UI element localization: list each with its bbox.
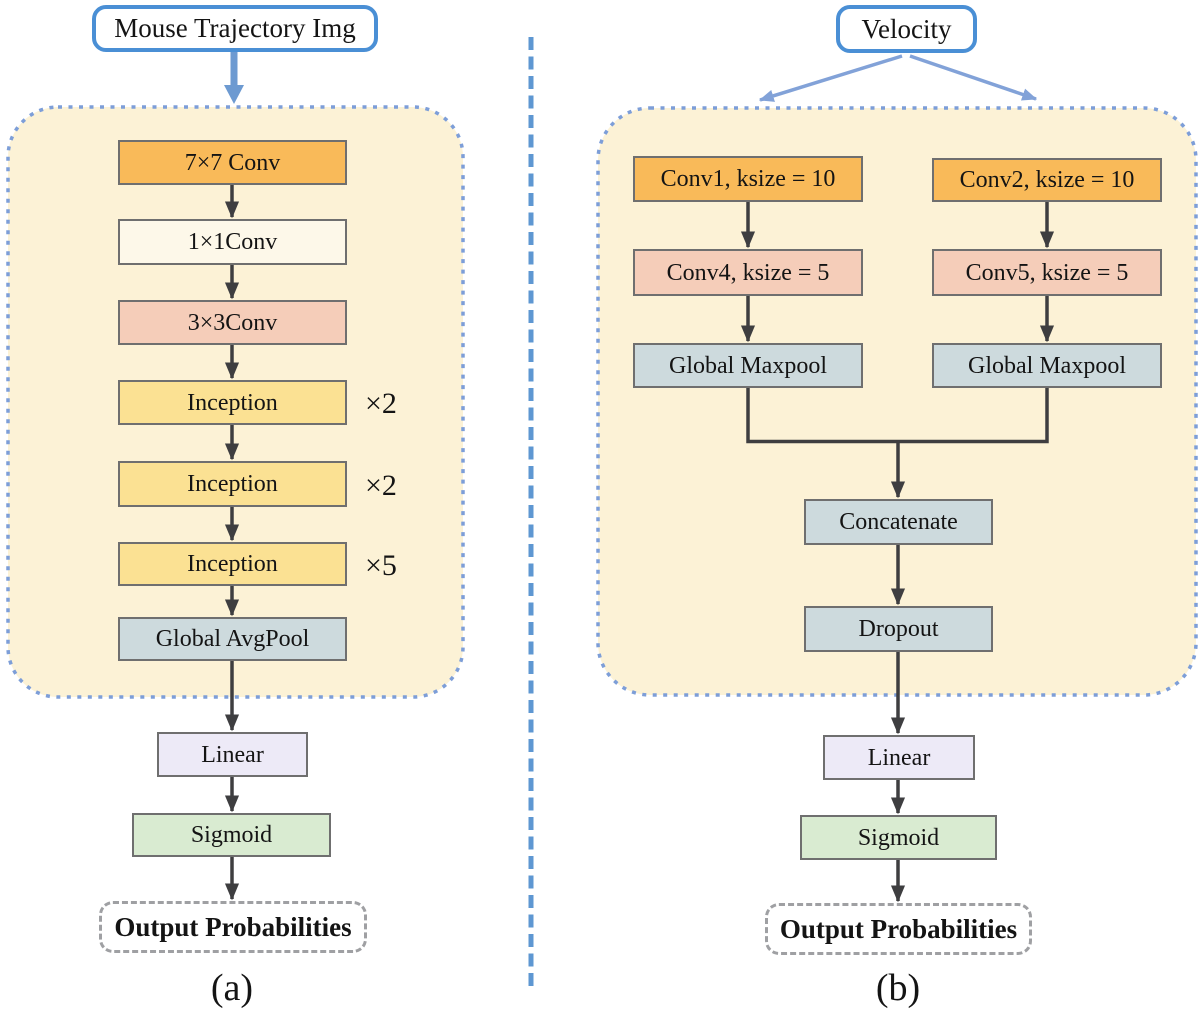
layer-label: Linear: [867, 744, 931, 771]
layer-label: 7×7 Conv: [184, 149, 281, 176]
output-box-a: Output Probabilities: [99, 901, 367, 953]
input-box-mouse-trajectory: Mouse Trajectory Img: [92, 5, 378, 52]
layer-box-conv5: Conv5, ksize = 5: [932, 249, 1162, 296]
layer-label: Conv1, ksize = 10: [660, 166, 836, 192]
layer-box-inception-1: Inception: [118, 380, 347, 425]
layer-box-linear-a: Linear: [157, 732, 308, 777]
layer-box-sigmoid-a: Sigmoid: [132, 813, 331, 857]
layer-label: Sigmoid: [857, 824, 940, 851]
layer-box-global-avgpool: Global AvgPool: [118, 617, 347, 661]
layer-box-sigmoid-b: Sigmoid: [800, 815, 997, 860]
layer-label: Inception: [187, 551, 278, 577]
layer-label: Linear: [201, 741, 264, 768]
layer-box-conv4: Conv4, ksize = 5: [633, 249, 863, 296]
repeat-label-inception-1: ×2: [365, 387, 397, 420]
layer-label: Global Maxpool: [968, 352, 1126, 379]
layer-label: Conv4, ksize = 5: [666, 259, 830, 286]
layer-label: Concatenate: [839, 509, 958, 535]
layer-box-inception-2: Inception: [118, 461, 347, 507]
layer-label: Dropout: [858, 616, 939, 642]
layer-box-7x7-conv: 7×7 Conv: [118, 140, 347, 185]
input-box-mouse-trajectory-label: Mouse Trajectory Img: [114, 13, 356, 43]
output-box-b: Output Probabilities: [765, 903, 1032, 955]
repeat-label-inception-3: ×5: [365, 549, 397, 582]
output-label: Output Probabilities: [114, 911, 352, 942]
layer-label: Sigmoid: [190, 822, 273, 848]
layer-box-inception-3: Inception: [118, 542, 347, 586]
caption-b: (b): [875, 967, 921, 1009]
layer-box-3x3-conv: 3×3Conv: [118, 300, 347, 345]
layer-label: Conv5, ksize = 5: [965, 259, 1129, 286]
layer-box-dropout: Dropout: [804, 606, 993, 652]
layer-box-global-maxpool-right: Global Maxpool: [932, 343, 1162, 388]
layer-box-global-maxpool-left: Global Maxpool: [633, 343, 863, 388]
layer-label: 3×3Conv: [187, 309, 278, 336]
layer-box-linear-b: Linear: [823, 735, 975, 780]
velocity-arrow-left: [758, 54, 903, 102]
layer-label: 1×1Conv: [187, 229, 278, 255]
layer-box-conv1: Conv1, ksize = 10: [633, 156, 863, 202]
layer-label: Conv2, ksize = 10: [959, 167, 1135, 193]
input-a-arrowhead: [224, 85, 244, 104]
repeat-label-inception-2: ×2: [365, 469, 397, 502]
layer-box-1x1-conv: 1×1Conv: [118, 219, 347, 265]
layer-label: Global AvgPool: [155, 626, 310, 652]
layer-label: Inception: [187, 389, 278, 416]
velocity-arrow-right: [909, 54, 1038, 101]
layer-label: Global Maxpool: [669, 352, 827, 379]
panel-b-arrows: [740, 202, 1055, 903]
layer-label: Inception: [187, 471, 278, 497]
layer-box-conv2: Conv2, ksize = 10: [932, 158, 1162, 202]
input-box-velocity-label: Velocity: [861, 13, 952, 44]
layer-box-concatenate: Concatenate: [804, 499, 993, 545]
caption-a: (a): [210, 967, 254, 1009]
input-box-velocity: Velocity: [836, 5, 977, 53]
output-label: Output Probabilities: [779, 913, 1018, 944]
